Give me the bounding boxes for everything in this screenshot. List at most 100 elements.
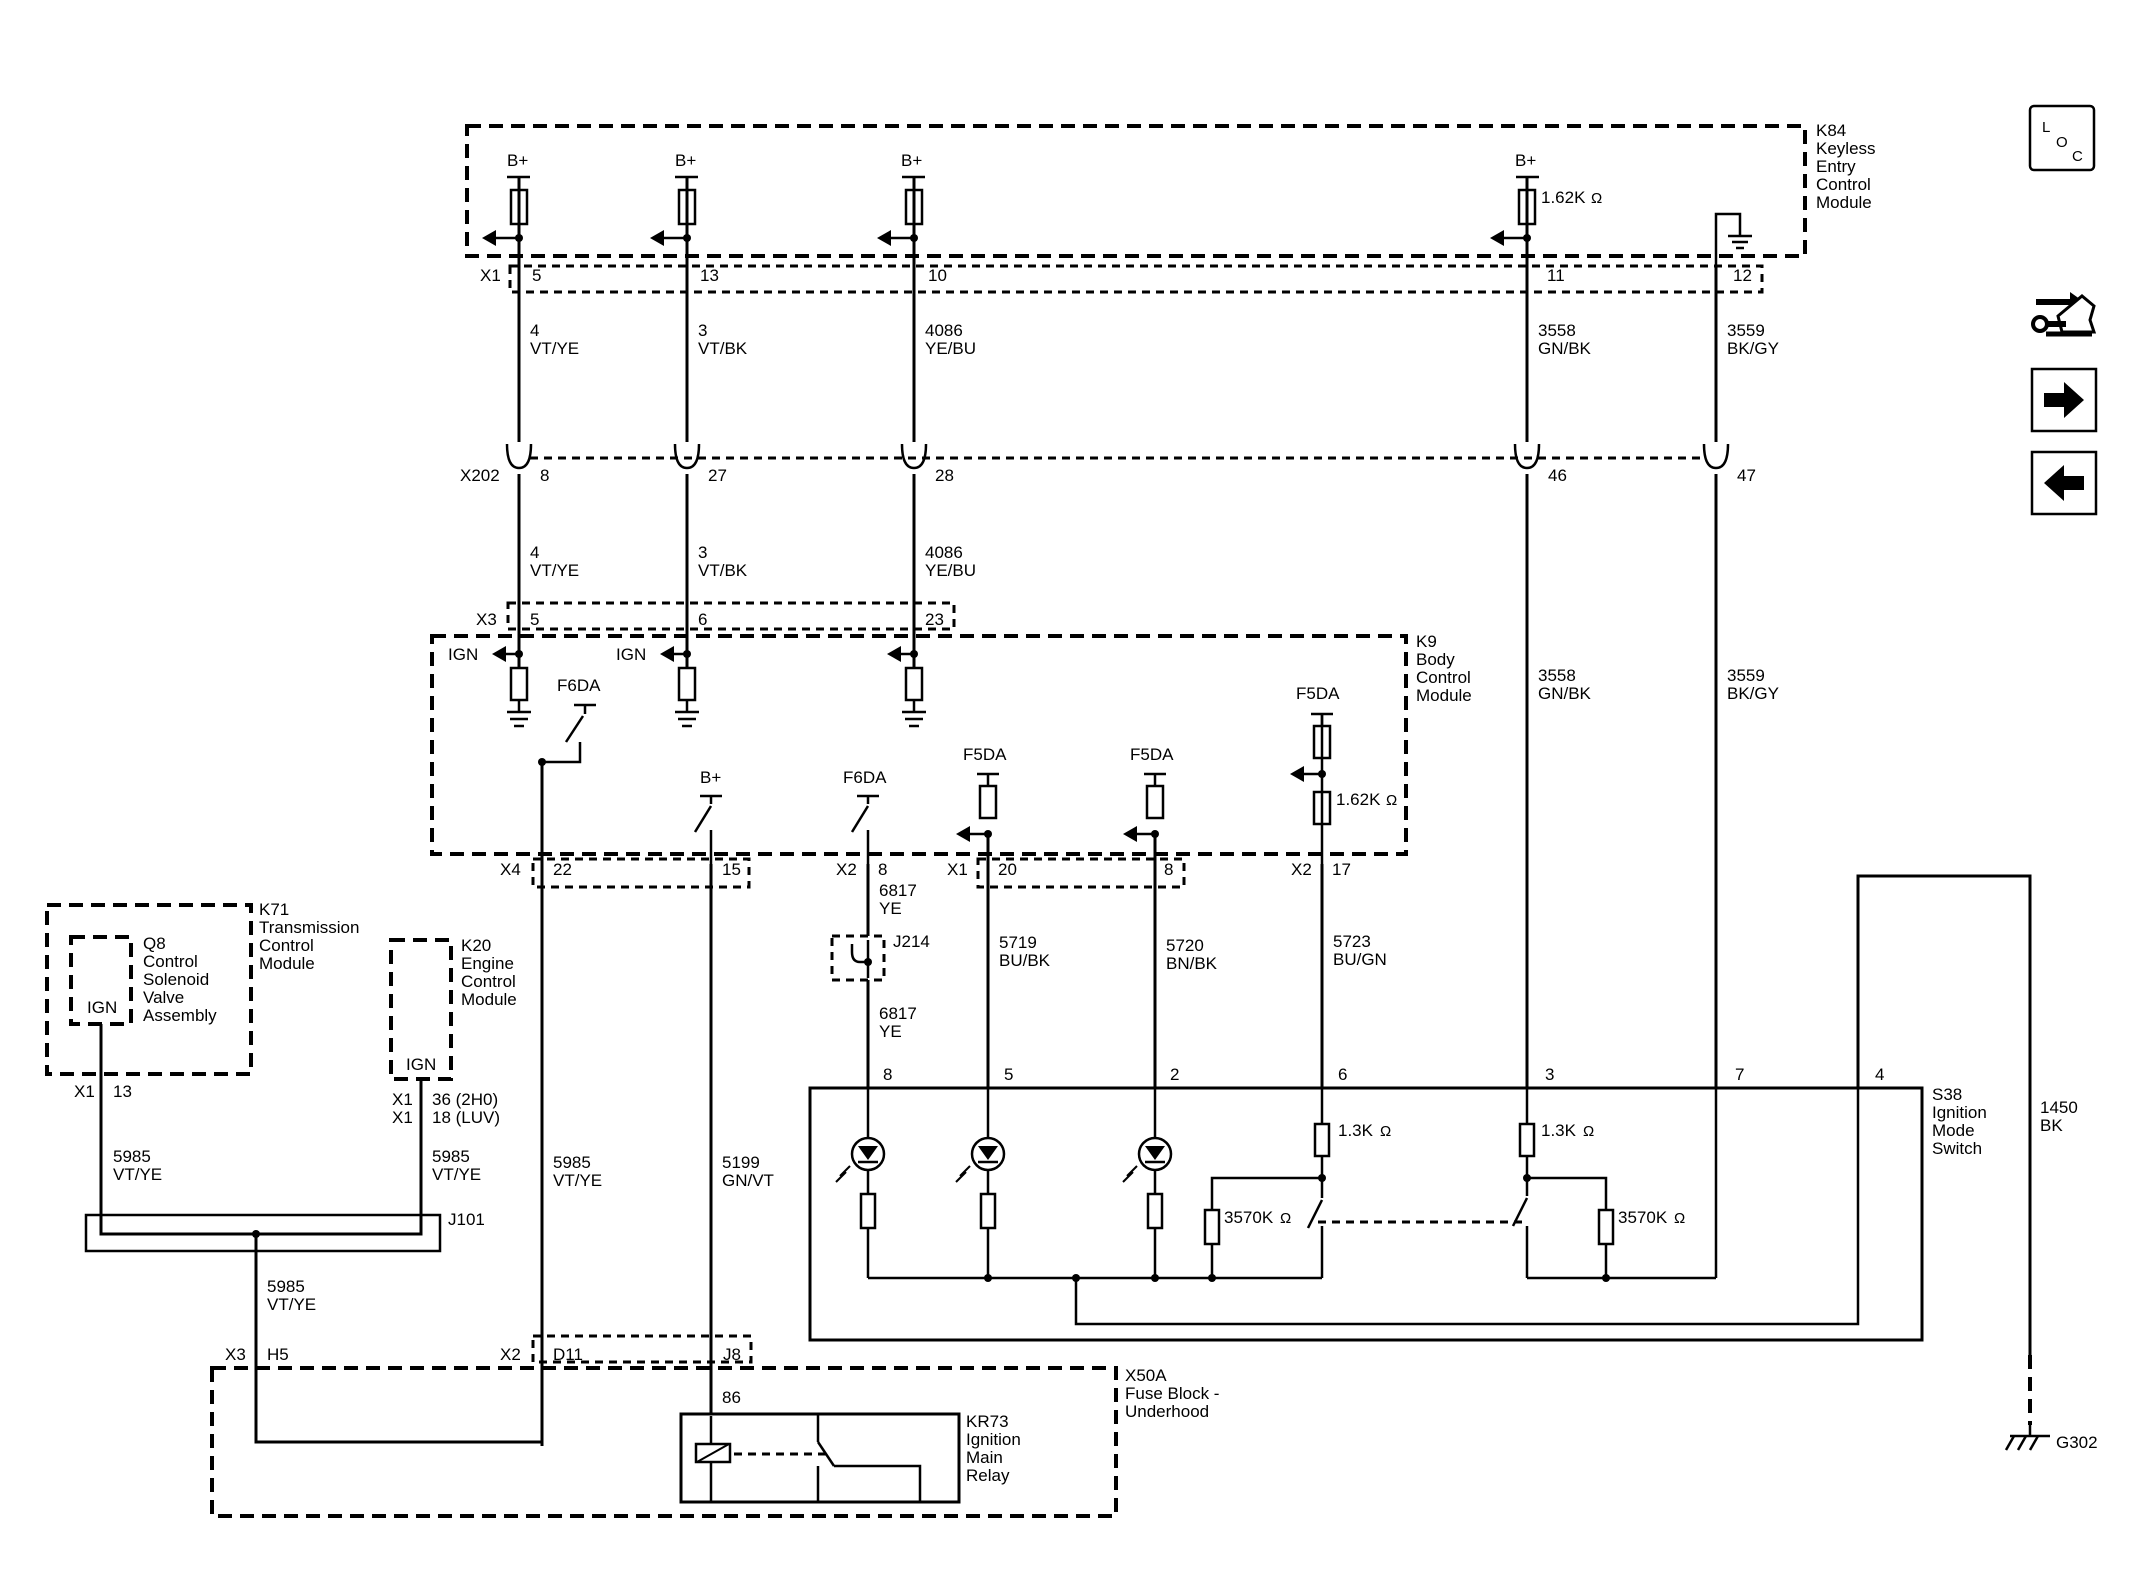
s38-pin-2: 2 — [1170, 1065, 1179, 1084]
k9-module-label-1: K9 — [1416, 632, 1437, 651]
s38-13k-value-1: 1.3K — [1338, 1121, 1374, 1140]
wire-5199-color: GN/VT — [722, 1171, 774, 1190]
j214-label: J214 — [893, 932, 930, 951]
q8-label-2: Control — [143, 952, 198, 971]
s38-13k-resistor-1 — [1313, 1122, 1331, 1158]
k84-module: K84 Keyless Entry Control Module X1 5 13… — [465, 121, 1876, 294]
wire-6817-id-upper: 6817 — [879, 881, 917, 900]
k84-x1-label: X1 — [480, 266, 501, 285]
s38-13k-ohm-2: Ω — [1583, 1123, 1594, 1140]
k9-x3-pin-5: 5 — [530, 610, 539, 629]
x50a-label-2: Fuse Block - — [1125, 1384, 1219, 1403]
k9-f5da-pullup-2: F5DA — [1123, 745, 1174, 842]
kr73-label-4: Relay — [966, 1466, 1010, 1485]
k9-f5da-resistor-2 — [1145, 784, 1165, 820]
wire-3559-id-lower: 3559 — [1727, 666, 1765, 685]
q8-label-5: Assembly — [143, 1006, 217, 1025]
connector-wrench-icon[interactable] — [2030, 280, 2098, 346]
k84-pullup-circuit-1: B+ — [482, 151, 530, 246]
k71-x1-label: X1 — [74, 1082, 95, 1101]
k20-label-1: K20 — [461, 936, 491, 955]
loc-letter-c: C — [2072, 148, 2083, 165]
wire-5720-color: BN/BK — [1166, 954, 1218, 973]
k84-module-label-2: Keyless — [1816, 139, 1876, 158]
wire-4-color-upper: VT/YE — [530, 339, 579, 358]
k9-x3-connector — [506, 601, 956, 631]
wire-3-id-lower: 3 — [698, 543, 707, 562]
wire-4086-id-upper: 4086 — [925, 321, 963, 340]
k84-bplus-label-4: B+ — [1515, 151, 1536, 170]
k9-f6da-label-2: F6DA — [843, 768, 887, 787]
wire-3559-color-lower: BK/GY — [1727, 684, 1779, 703]
x50a-x2-label: X2 — [500, 1345, 521, 1364]
s38-pin-6: 6 — [1338, 1065, 1347, 1084]
wire-4086-color-upper: YE/BU — [925, 339, 976, 358]
x50a-x2-pin-d11: D11 — [553, 1345, 583, 1364]
wire-3559-color-upper: BK/GY — [1727, 339, 1779, 358]
x50a-label-3: Underhood — [1125, 1402, 1209, 1421]
k9-x3-pin-23: 23 — [925, 610, 944, 629]
s38-3570k-ohm-2: Ω — [1674, 1210, 1685, 1227]
k71-label-3: Control — [259, 936, 314, 955]
s38-pin-4: 4 — [1875, 1065, 1884, 1084]
k84-pullup-circuit-3: B+ — [877, 151, 925, 246]
k9-input-3 — [887, 646, 926, 728]
k20-ign-label: IGN — [406, 1055, 436, 1074]
k84-signal-arrow-2 — [650, 230, 664, 246]
arrow-left-icon[interactable] — [2030, 450, 2098, 516]
k9-ign-label-1: IGN — [448, 645, 478, 664]
k71-x1-pin-13: 13 — [113, 1082, 132, 1101]
k84-x1-connector — [508, 264, 1764, 294]
s38-label-1: S38 — [1932, 1085, 1962, 1104]
arrow-right-icon[interactable] — [2030, 367, 2098, 433]
k9-x2-label-a: X2 — [836, 860, 857, 879]
k84-module-label-3: Entry — [1816, 157, 1856, 176]
kr73-label-3: Main — [966, 1448, 1003, 1467]
wire-1450-id: 1450 — [2040, 1098, 2078, 1117]
k9-f5da-label-3: F5DA — [1296, 684, 1340, 703]
s38-led-1-resistor — [859, 1192, 877, 1230]
k9-module-label-4: Module — [1416, 686, 1472, 705]
k9-f5da-divider: F5DA 1.62K Ω — [1290, 684, 1397, 864]
q8-label-4: Valve — [143, 988, 184, 1007]
s38-pin-5: 5 — [1004, 1065, 1013, 1084]
k71-label-2: Transmission — [259, 918, 359, 937]
ground-circuit-1450: 1450 BK G302 — [1856, 874, 2098, 1452]
k84-pullup-circuit-4: B+ 1.62K Ω — [1490, 151, 1602, 246]
k9-x4-label: X4 — [500, 860, 521, 879]
x202-pin-46: 46 — [1548, 466, 1567, 485]
k84-x1-pin-11: 11 — [1547, 266, 1565, 285]
loc-button[interactable]: L O C — [2028, 104, 2096, 172]
k9-x3-label: X3 — [476, 610, 497, 629]
k9-module: K9 Body Control Module X3 5 6 23 IGN IGN — [430, 601, 1472, 889]
x202-pin-27: 27 — [708, 466, 727, 485]
s38-switch-circuit-1: 1.3K Ω 3570K Ω — [1203, 1088, 1391, 1278]
wire-6817-id-lower: 6817 — [879, 1004, 917, 1023]
x202-pin-8: 8 — [540, 466, 549, 485]
k9-x4-connector — [531, 857, 751, 889]
s38-13k-resistor-2 — [1518, 1122, 1536, 1158]
q8-label-1: Q8 — [143, 934, 166, 953]
s38-pin-8: 8 — [883, 1065, 892, 1084]
s38-3570k-value-1: 3570K — [1224, 1208, 1274, 1227]
wire-4-id-upper: 4 — [530, 321, 539, 340]
k9-bplus-label: B+ — [700, 768, 721, 787]
k9-resistor-value: 1.62K — [1336, 790, 1381, 809]
k9-x2-pin-8: 8 — [878, 860, 887, 879]
g302-ground-icon — [2004, 1425, 2050, 1451]
s38-3570k-value-2: 3570K — [1618, 1208, 1668, 1227]
x50a-fuse-block: X50A Fuse Block - Underhood X3 H5 X2 D11… — [210, 1334, 1219, 1518]
k84-x1-pin-10: 10 — [928, 266, 947, 285]
k20-label-2: Engine — [461, 954, 514, 973]
k9-pulldown-resistor-2 — [677, 666, 697, 702]
k84-internal-ground-icon — [1714, 212, 1752, 266]
wire-6817-color-lower: YE — [879, 1022, 902, 1041]
k20-label-3: Control — [461, 972, 516, 991]
wire-5723-id: 5723 — [1333, 932, 1371, 951]
x50a-x2-connector — [531, 1334, 753, 1364]
k84-module-label-5: Module — [1816, 193, 1872, 212]
k84-module-label-4: Control — [1816, 175, 1871, 194]
k9-x4-pin-15: 15 — [722, 860, 741, 879]
k9-x1-pin-8: 8 — [1164, 860, 1173, 879]
k9-to-s38-wires: 5985 VT/YE 5199 GN/VT 6817 YE 6817 YE J2… — [540, 762, 1387, 1446]
